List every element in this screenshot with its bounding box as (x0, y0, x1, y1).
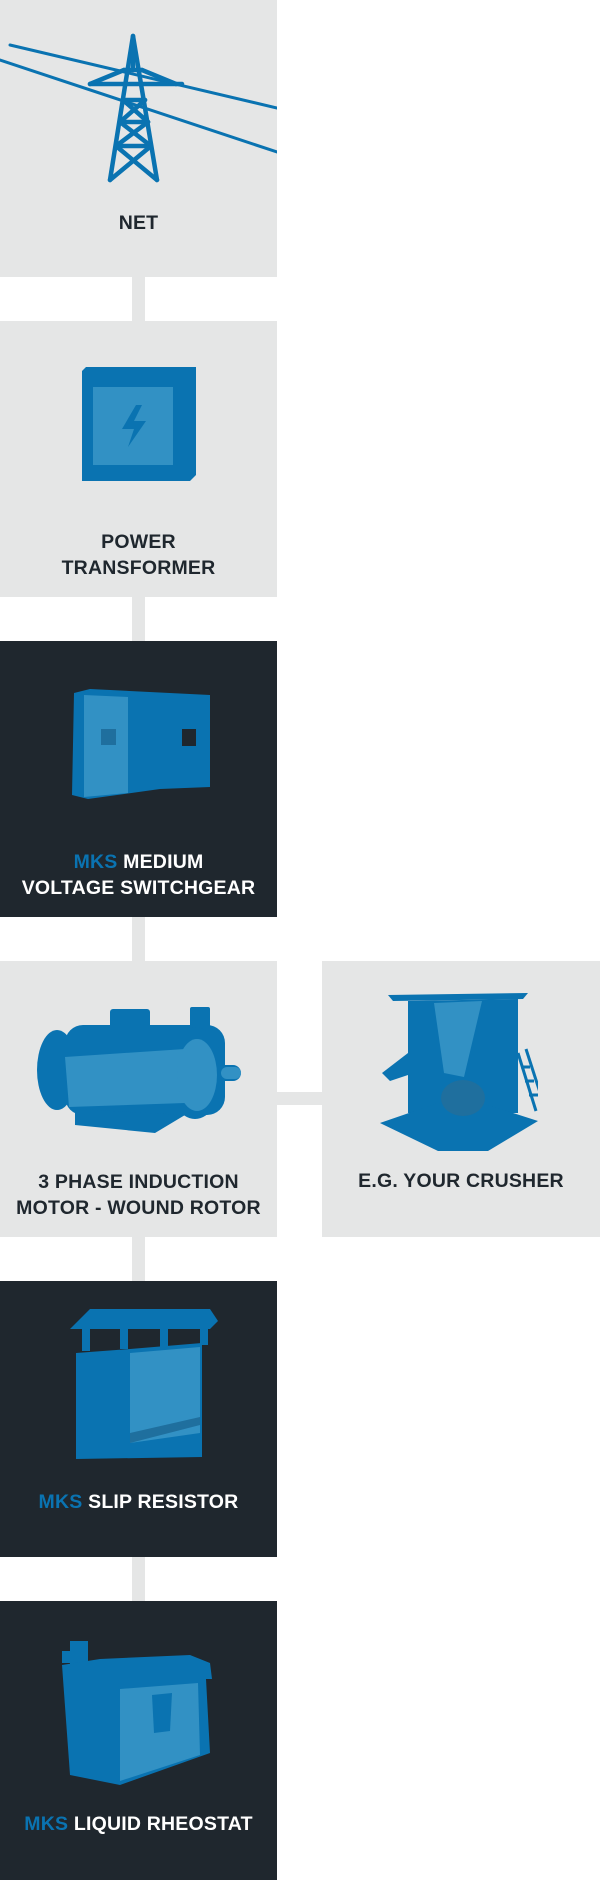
node-switchgear: MKS MEDIUM VOLTAGE SWITCHGEAR (0, 641, 277, 917)
motor-label-line2: MOTOR - WOUND ROTOR (16, 1197, 261, 1219)
connector-net-transformer (132, 277, 145, 321)
node-crusher: E.G. YOUR CRUSHER (322, 961, 600, 1237)
power-pylon-icon (0, 33, 277, 183)
switchgear-line1-rest: MEDIUM (123, 851, 204, 873)
switchgear-label-line2: VOLTAGE SWITCHGEAR (21, 877, 256, 899)
crusher-machine-icon (380, 993, 538, 1151)
node-switchgear-label: MKS MEDIUM VOLTAGE SWITCHGEAR (0, 849, 277, 901)
node-induction-motor: 3 PHASE INDUCTION MOTOR - WOUND ROTOR (0, 961, 277, 1237)
node-power-transformer: POWER TRANSFORMER (0, 321, 277, 597)
connector-motor-slipresistor (132, 1237, 145, 1281)
node-net: NET (0, 0, 277, 277)
electric-motor-icon (37, 1007, 241, 1133)
node-rheostat-label: MKS LIQUID RHEOSTAT (0, 1811, 277, 1837)
node-net-label: NET (118, 212, 159, 234)
node-slip-resistor: MKS SLIP RESISTOR (0, 1281, 277, 1557)
transformer-label-line2: TRANSFORMER (61, 557, 216, 579)
connector-motor-crusher (277, 1092, 322, 1105)
switchgear-cabinet-icon (72, 689, 210, 799)
slip-resistor-rest: SLIP RESISTOR (88, 1491, 239, 1513)
switchgear-label-line1: MKS MEDIUM (0, 849, 277, 875)
connector-transformer-switchgear (132, 597, 145, 641)
connector-slipresistor-rheostat (132, 1557, 145, 1601)
liquid-rheostat-icon (62, 1641, 212, 1785)
rheostat-rest: LIQUID RHEOSTAT (73, 1813, 253, 1835)
transformer-icon (82, 367, 196, 481)
motor-label-line1: 3 PHASE INDUCTION (38, 1171, 239, 1193)
node-transformer-label: POWER TRANSFORMER (0, 529, 277, 581)
node-slip-resistor-label: MKS SLIP RESISTOR (0, 1489, 277, 1515)
slip-resistor-icon (70, 1309, 218, 1459)
node-crusher-label: E.G. YOUR CRUSHER (358, 1170, 564, 1192)
switchgear-brand: MKS (73, 851, 118, 873)
slip-resistor-brand: MKS (38, 1491, 83, 1513)
transformer-label-line1: POWER (101, 531, 176, 553)
node-motor-label: 3 PHASE INDUCTION MOTOR - WOUND ROTOR (0, 1169, 277, 1221)
connector-switchgear-motor (132, 917, 145, 961)
node-liquid-rheostat: MKS LIQUID RHEOSTAT (0, 1601, 277, 1880)
rheostat-brand: MKS (24, 1813, 69, 1835)
